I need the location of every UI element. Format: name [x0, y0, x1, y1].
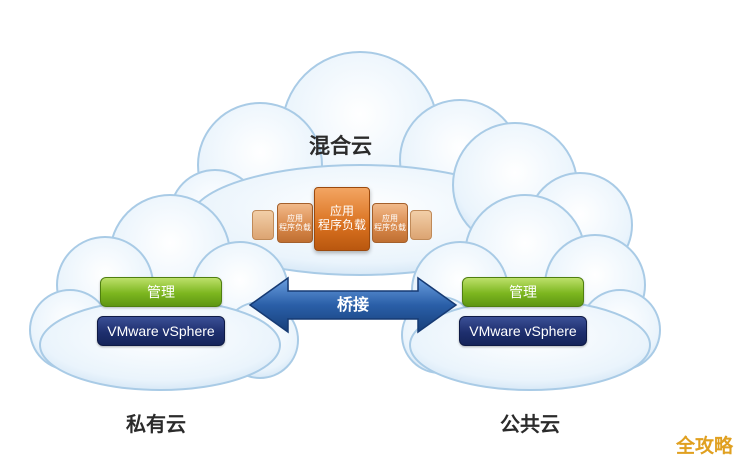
- private-cloud-label: 私有云: [126, 412, 186, 436]
- bridge-arrow: [248, 276, 458, 334]
- bridge-label: 桥接: [336, 295, 369, 314]
- workload-tiny-left: [252, 210, 274, 240]
- workload-left-line1: 应用: [287, 213, 303, 223]
- workload-right-line2: 程序负载: [374, 223, 406, 232]
- watermark-text: 全攻略: [676, 435, 734, 457]
- workload-box-main: 应用 程序负载: [314, 187, 370, 251]
- workload-main-line1: 应用: [329, 204, 354, 219]
- workload-tiny-right: [410, 210, 432, 240]
- private-vsphere-bar: VMware vSphere: [97, 316, 225, 346]
- workload-box-left: 应用 程序负载: [277, 203, 313, 243]
- workload-main-line2: 程序负载: [317, 218, 366, 232]
- workload-left-line2: 程序负载: [279, 223, 311, 232]
- public-vsphere-bar: VMware vSphere: [459, 316, 587, 346]
- workload-box-right: 应用 程序负载: [372, 203, 408, 243]
- public-cloud-label: 公共云: [500, 412, 560, 436]
- hybrid-cloud-label: 混合云: [309, 134, 372, 158]
- workload-right-line1: 应用: [382, 213, 398, 223]
- private-management-bar: 管理: [100, 277, 222, 307]
- public-management-bar: 管理: [462, 277, 584, 307]
